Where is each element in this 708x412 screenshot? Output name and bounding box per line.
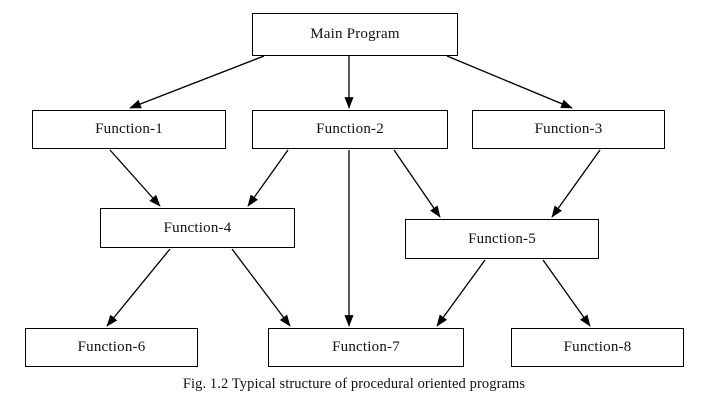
node-function-8[interactable]: Function-8 [511, 328, 684, 367]
node-function-4[interactable]: Function-4 [100, 208, 295, 248]
edge-function-5-to-function-8 [542, 259, 591, 327]
node-label-function-2: Function-2 [316, 121, 384, 137]
node-function-1[interactable]: Function-1 [32, 110, 226, 149]
node-label-function-7: Function-7 [332, 339, 400, 355]
node-main-program[interactable]: Main Program [252, 13, 458, 56]
edge-main-to-function-3 [446, 55, 573, 109]
node-label-function-5: Function-5 [468, 230, 536, 247]
edge-function-5-to-function-7 [436, 259, 486, 327]
edge-function-4-to-function-6 [106, 248, 171, 327]
node-function-3[interactable]: Function-3 [472, 110, 665, 149]
node-label-function-3: Function-3 [534, 121, 603, 137]
edge-function-3-to-function-5 [551, 149, 601, 218]
edge-function-4-to-function-7 [231, 248, 291, 327]
edge-main-to-function-1 [129, 55, 265, 109]
edge-function-1-to-function-4 [109, 149, 161, 207]
node-function-2[interactable]: Function-2 [252, 110, 448, 149]
node-label-function-4: Function-4 [163, 219, 232, 236]
node-label-function-8: Function-8 [563, 339, 632, 355]
node-function-5[interactable]: Function-5 [405, 219, 599, 259]
edge-function-2-to-function-5 [393, 149, 441, 218]
node-label-function-1: Function-1 [95, 121, 163, 137]
figure-caption: Fig. 1.2 Typical structure of procedural… [182, 376, 526, 392]
edge-function-2-to-function-4 [247, 149, 289, 207]
edges-group [106, 55, 601, 327]
node-label-function-6: Function-6 [77, 339, 146, 355]
node-function-7[interactable]: Function-7 [268, 328, 464, 367]
node-function-6[interactable]: Function-6 [25, 328, 198, 367]
node-label-main-program: Main Program [310, 26, 400, 42]
